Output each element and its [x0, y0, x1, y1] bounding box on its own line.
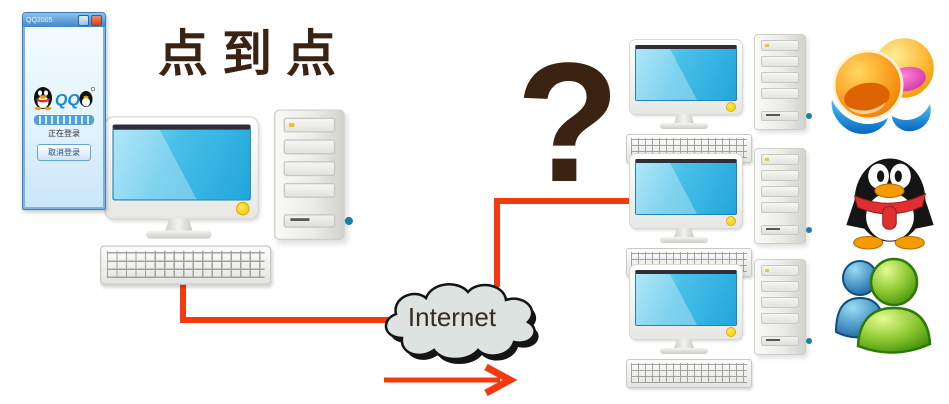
cancel-login-button[interactable]: 取消登录 [37, 144, 91, 161]
window-title: QQ2005 [26, 16, 53, 24]
msn-messenger-icon [834, 257, 932, 354]
connector-right-vertical [494, 201, 500, 287]
monitor-base [660, 123, 708, 129]
qq-logo: QQ [34, 86, 95, 111]
qq-login-window: QQ2005 QQ 正在登录 取消登录 [22, 12, 106, 210]
close-icon[interactable] [91, 14, 102, 26]
flow-arrow [384, 363, 518, 397]
drive-bay [283, 139, 336, 155]
cd-drive [283, 117, 336, 133]
question-mark: ? [516, 28, 620, 218]
qq-penguin-icon [846, 158, 934, 250]
screen [112, 124, 251, 201]
monitor-base [660, 237, 708, 243]
monitor [630, 154, 742, 228]
tower-case [754, 34, 812, 130]
drive-bay [761, 186, 799, 197]
monitor-stand [674, 339, 694, 348]
monitor-stand [165, 218, 193, 231]
tower-case [754, 259, 812, 355]
cloud-shape [384, 283, 539, 364]
floppy-drive [761, 111, 812, 121]
drive-bay [761, 88, 799, 99]
keyboard-keys [631, 138, 747, 158]
drive-bay [283, 182, 336, 198]
minimize-button[interactable] [78, 14, 89, 26]
screen [635, 270, 737, 326]
keyboard [100, 245, 272, 285]
monitor [630, 40, 742, 114]
monitor-base [146, 230, 212, 239]
cd-drive [761, 40, 799, 51]
monitor [105, 117, 258, 219]
drive-bay [761, 297, 799, 308]
drive-bay [283, 161, 336, 177]
monitor [630, 265, 742, 339]
floppy-drive [283, 214, 353, 228]
connector-left-horizontal [180, 317, 396, 323]
power-button [237, 203, 249, 215]
monitor-stand [674, 228, 694, 237]
tower-case [274, 109, 353, 240]
screen [635, 159, 737, 215]
desktop-computer-right-1 [626, 30, 812, 163]
drive-bay [761, 313, 799, 324]
internet-cloud: Internet [372, 276, 550, 366]
cd-drive [761, 154, 799, 165]
qq-window-body: QQ 正在登录 取消登录 [25, 27, 103, 207]
connector-right-horizontal [494, 198, 638, 204]
keyboard-keys [106, 250, 265, 279]
power-button [727, 217, 735, 225]
screen [635, 45, 737, 101]
cd-drive [761, 265, 799, 276]
desktop-computer-right-3 [626, 255, 812, 388]
keyboard-keys [631, 363, 747, 383]
floppy-drive [761, 336, 812, 346]
page-title: 点到点 [158, 26, 350, 82]
drive-bay [761, 56, 799, 67]
login-status-text: 正在登录 [48, 129, 80, 138]
monitor-base [660, 348, 708, 354]
login-progress-bar [34, 115, 94, 125]
desktop-computer-left [100, 104, 353, 285]
drive-bay [761, 202, 799, 213]
drive-bay [761, 170, 799, 181]
laughing-chat-icon [831, 35, 937, 134]
cloud-label: Internet [407, 302, 497, 332]
power-button [727, 103, 735, 111]
power-button [727, 328, 735, 336]
drive-bay [761, 281, 799, 292]
connector-left-vertical [180, 279, 186, 323]
monitor-stand [674, 114, 694, 123]
tower-case [754, 148, 812, 244]
window-titlebar: QQ2005 [23, 13, 105, 27]
drive-bay [761, 72, 799, 83]
floppy-drive [761, 225, 812, 235]
keyboard [626, 359, 752, 388]
qq-logo-text: QQ [55, 92, 80, 109]
